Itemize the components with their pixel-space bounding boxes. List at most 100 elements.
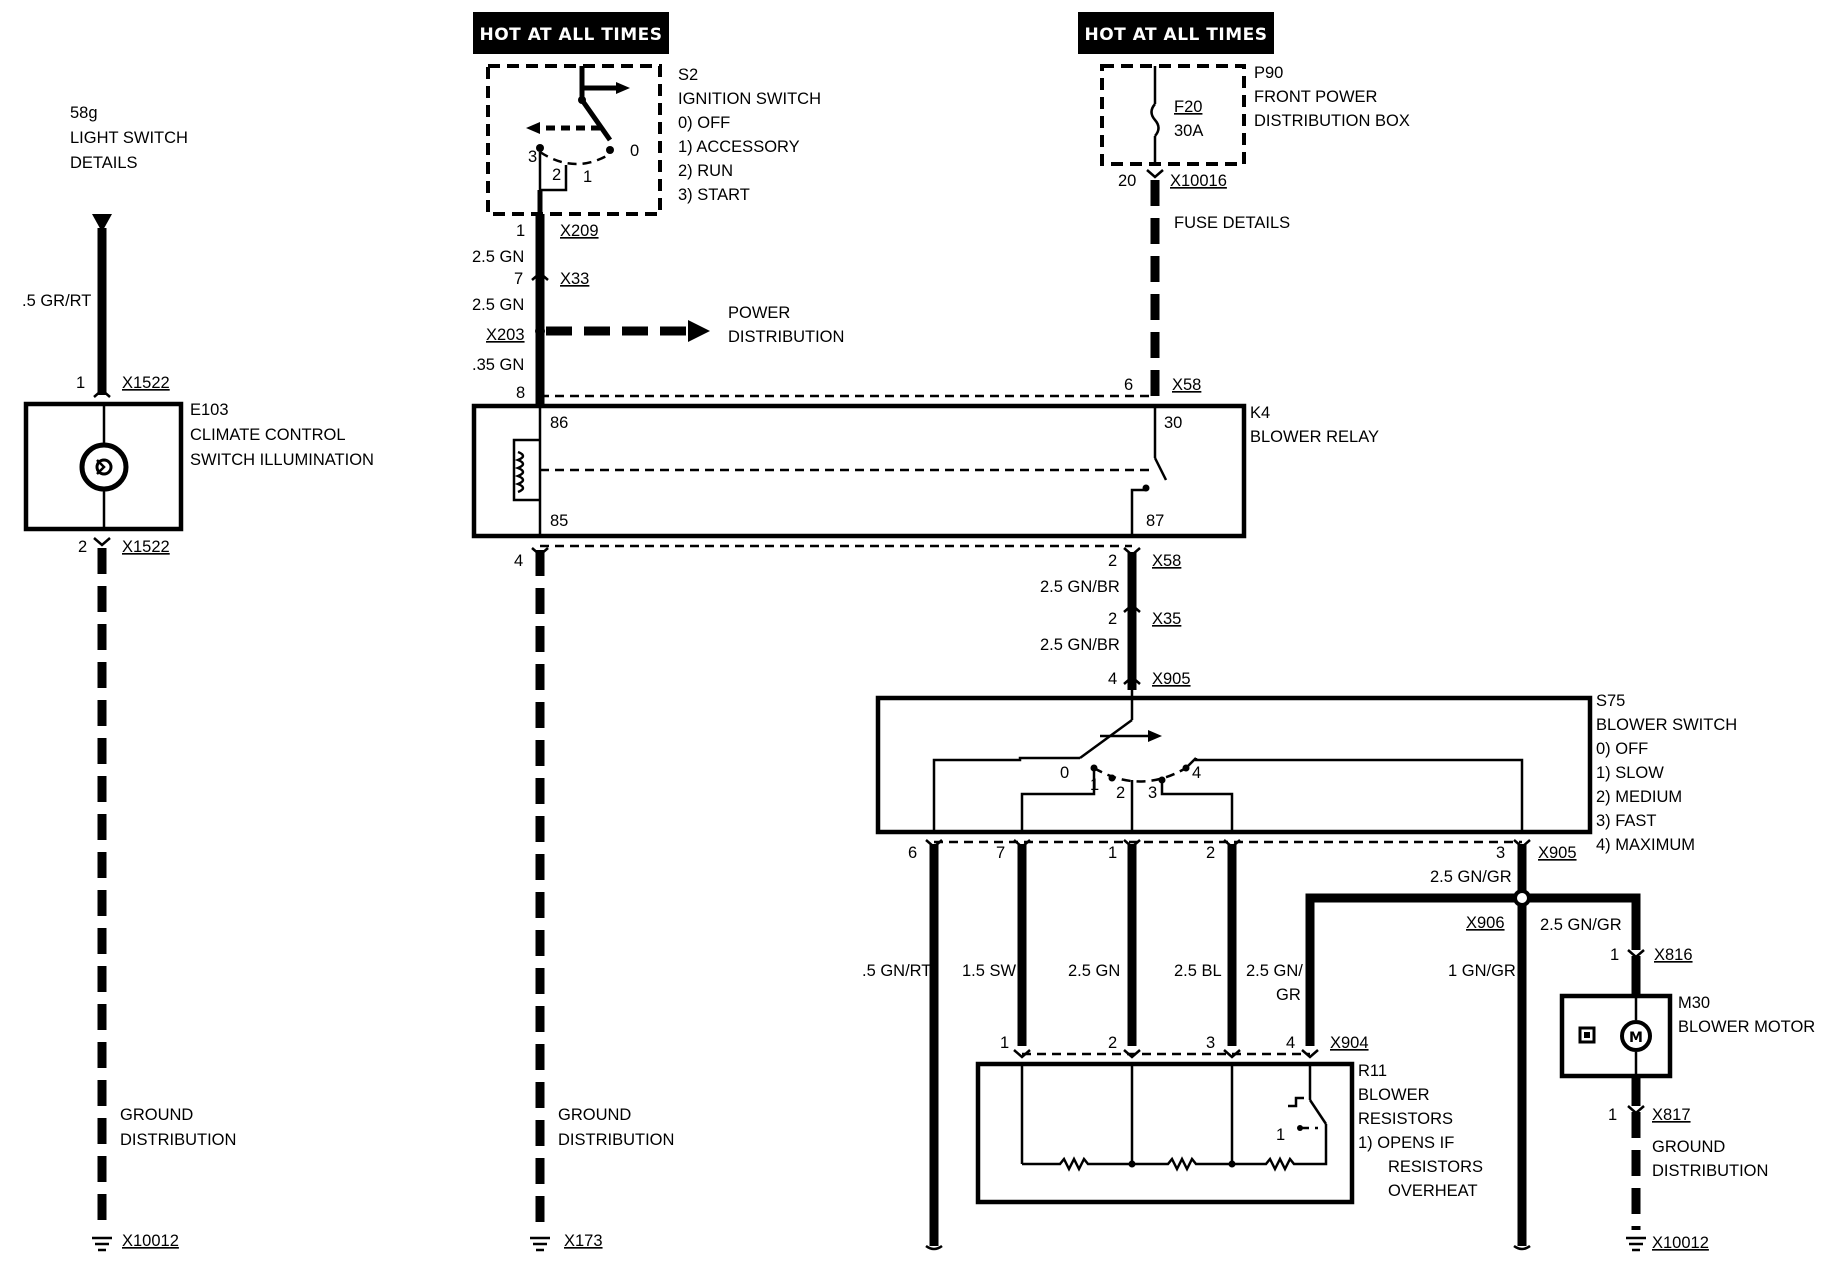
fuse-details-label: FUSE DETAILS	[1174, 214, 1290, 232]
arrow-in-icon	[92, 214, 112, 232]
connector-label: X35	[1152, 610, 1181, 628]
e103-name: CLIMATE CONTROL	[190, 426, 346, 444]
e103-name-2: SWITCH ILLUMINATION	[190, 451, 374, 469]
fuse-amps: 30A	[1174, 122, 1203, 140]
relay-pin: 30	[1164, 414, 1182, 432]
light-switch-ref: 58g	[70, 104, 98, 122]
p90-name-2: DISTRIBUTION BOX	[1254, 112, 1410, 130]
bulb-icon	[79, 404, 129, 529]
banner-text: HOT AT ALL TIMES	[480, 25, 663, 45]
pin-label: 7	[996, 844, 1005, 862]
wire-label: 2.5 GN/BR	[1040, 578, 1120, 596]
k4-name: BLOWER RELAY	[1250, 428, 1379, 446]
power-distribution-label-2: DISTRIBUTION	[728, 328, 844, 346]
connector-label: X906	[1466, 914, 1505, 932]
ground-connector: X10012	[1652, 1234, 1709, 1252]
pin-label: 1	[1608, 1106, 1617, 1124]
contact-label: 0	[630, 142, 639, 160]
contact-label: 3	[528, 148, 537, 166]
wire-label: .5 GR/RT	[22, 292, 91, 310]
banner-hot-right: HOT AT ALL TIMES	[1078, 12, 1274, 54]
connector-label: X10016	[1170, 172, 1227, 190]
e103-id: E103	[190, 401, 229, 419]
front-power-distribution-box: F20 30A P90 FRONT POWER DISTRIBUTION BOX…	[1100, 64, 1410, 405]
s75-position: 1) SLOW	[1596, 764, 1664, 782]
pin-label: 2	[1108, 552, 1117, 570]
relay-pin: 87	[1146, 512, 1164, 530]
s75-id: S75	[1596, 692, 1625, 710]
ground-icon	[1626, 1236, 1646, 1252]
s75-position: 0) OFF	[1596, 740, 1648, 758]
wire-label: 2.5 GN	[472, 296, 524, 314]
pin-label: 1	[1108, 844, 1117, 862]
ground-label: GROUND	[1652, 1138, 1725, 1156]
light-switch-details: DETAILS	[70, 154, 138, 172]
contact-label: 3	[1148, 784, 1157, 802]
pin-label: 4	[1108, 670, 1117, 688]
p90-id: P90	[1254, 64, 1283, 82]
s2-position: 0) OFF	[678, 114, 730, 132]
wire-label: 2.5 GN/GR	[1540, 916, 1622, 934]
k4-id: K4	[1250, 404, 1270, 422]
ground-connector: X10012	[122, 1232, 179, 1250]
wire-label: 2.5 GN/BR	[1040, 636, 1120, 654]
pin-label: 4	[514, 552, 523, 570]
pin-label: 2	[78, 538, 87, 556]
wire-label: GR	[1276, 986, 1301, 1004]
s2-id: S2	[678, 66, 698, 84]
pin-label: 2	[1206, 844, 1215, 862]
blower-harness: .5 GN/RT 1.5 SW 2.5 GN 2.5 BL 2.5 GN/ GR…	[862, 839, 1641, 1251]
s2-position: 2) RUN	[678, 162, 733, 180]
wire-label: 2.5 GN/	[1246, 962, 1303, 980]
wire-label: 1.5 SW	[962, 962, 1017, 980]
ground-label-2: DISTRIBUTION	[558, 1131, 674, 1149]
contact-label: 0	[1060, 764, 1069, 782]
ignition-switch: 3 2 1 0 S2 IGNITION SWITCH 0) OFF 1) ACC…	[486, 64, 821, 216]
r11-name: BLOWER	[1358, 1086, 1430, 1104]
pin-label: 4	[1286, 1034, 1295, 1052]
connector-label: X58	[1152, 552, 1181, 570]
s75-position: 2) MEDIUM	[1596, 788, 1682, 806]
s2-position: 1) ACCESSORY	[678, 138, 800, 156]
s75-name: BLOWER SWITCH	[1596, 716, 1737, 734]
wire-label: .35 GN	[472, 356, 524, 374]
connector-label: X817	[1652, 1106, 1691, 1124]
blower-resistors: 1 2 3 4 X904 1 R11 BLOWER RESISTORS 1) O…	[975, 1034, 1483, 1205]
ignition-wiring: 1 X209 2.5 GN 7 X33 2.5 GN X203 POWER DI…	[472, 214, 844, 405]
relay-pin: 85	[550, 512, 568, 530]
arrow-right-icon	[688, 320, 710, 342]
banner-hot-left: HOT AT ALL TIMES	[473, 12, 669, 54]
r11-note: 1) OPENS IF	[1358, 1134, 1454, 1152]
power-distribution-label: POWER	[728, 304, 790, 322]
light-switch-label: LIGHT SWITCH	[70, 129, 188, 147]
ground-label-2: DISTRIBUTION	[1652, 1162, 1768, 1180]
motor-symbol: M	[1629, 1030, 1643, 1046]
connector-label: X904	[1330, 1034, 1369, 1052]
connector-label: X209	[560, 222, 599, 240]
connector-label: X203	[486, 326, 525, 344]
relay-output-wiring: 2 X58 2.5 GN/BR 2 X35 2.5 GN/BR 4 X905	[1040, 547, 1191, 690]
wire-label: 2.5 GN	[1068, 962, 1120, 980]
connector-label: X816	[1654, 946, 1693, 964]
ground-label-2: DISTRIBUTION	[120, 1131, 236, 1149]
pin-label: 1	[76, 374, 85, 392]
pin-label: 7	[514, 270, 523, 288]
s2-name: IGNITION SWITCH	[678, 90, 821, 108]
contact-label: 2	[1116, 784, 1125, 802]
r11-note-3: OVERHEAT	[1388, 1182, 1478, 1200]
connector-label: X1522	[122, 538, 170, 556]
s75-position: 4) MAXIMUM	[1596, 836, 1695, 854]
r11-name-2: RESISTORS	[1358, 1110, 1453, 1128]
pin-label: 2	[1108, 1034, 1117, 1052]
relay-pin: 86	[550, 414, 568, 432]
pin-label: 1	[1000, 1034, 1009, 1052]
pin-label: 3	[1496, 844, 1505, 862]
pin-label: 6	[908, 844, 917, 862]
banner-text: HOT AT ALL TIMES	[1085, 25, 1268, 45]
wire-label: 2.5 GN/GR	[1430, 868, 1512, 886]
wire-label: 2.5 BL	[1174, 962, 1222, 980]
connector-label: X905	[1538, 844, 1577, 862]
contact-label: 4	[1192, 764, 1201, 782]
r11-note-2: RESISTORS	[1388, 1158, 1483, 1176]
